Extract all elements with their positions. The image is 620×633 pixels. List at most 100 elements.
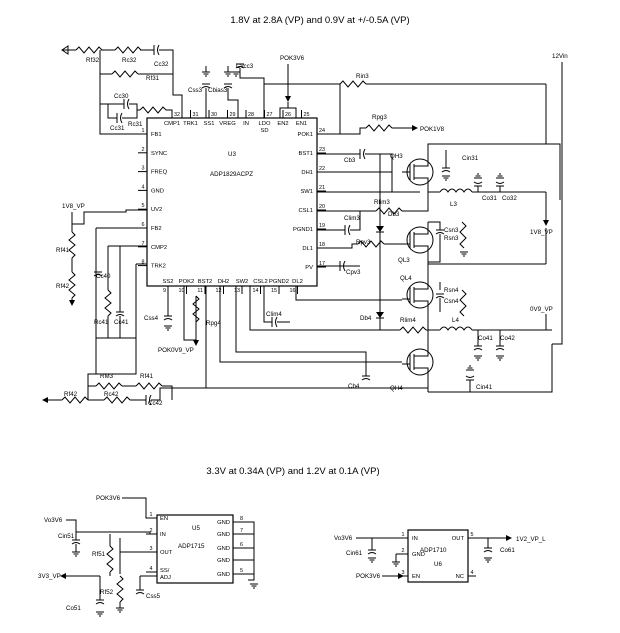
u6-pok3v6-label: POK3V6 xyxy=(356,573,381,580)
u5-pin-number: 4 xyxy=(150,566,153,572)
u3-pin-name: SS2 xyxy=(163,279,174,285)
u3-pin-name: CSL1 xyxy=(298,208,313,214)
co61-label: Co61 xyxy=(500,547,515,554)
clim4-label: Clim4 xyxy=(266,311,282,318)
co51-label: Co51 xyxy=(66,605,81,612)
pok1v8-label: POK1V8 xyxy=(420,126,445,133)
u5-pin-number: 6 xyxy=(240,542,243,548)
u5-pin-number: 7 xyxy=(240,528,243,534)
u5-pok3v6-label: POK3V6 xyxy=(96,495,121,502)
bottom-feedback-row: Rf42 Rc42 Cc42 RM3 Rf41 xyxy=(42,338,206,407)
u3-pin-number: 26 xyxy=(285,112,291,118)
u3-pin-name: UV2 xyxy=(151,207,162,213)
u6-pin-name: EN xyxy=(412,574,420,580)
u3-pin-number: 31 xyxy=(193,112,199,118)
cin61-label: Cin61 xyxy=(346,550,363,557)
u6-pin-number: 3 xyxy=(402,570,405,576)
top-title: 1.8V at 2.8A (VP) and 0.9V at +/-0.5A (V… xyxy=(230,15,409,26)
v0v9-label: 0V9_VP xyxy=(530,306,553,313)
qh3-label: QH3 xyxy=(390,153,403,160)
u5-pin-number: 2 xyxy=(150,528,153,534)
u3-pin-name: DL1 xyxy=(302,246,313,252)
u3-pin-number: 13 xyxy=(234,288,240,294)
rf42-left-label: Rf42 xyxy=(56,283,70,290)
rm3-label: RM3 xyxy=(100,373,114,380)
u3-pin-name: FREQ xyxy=(151,170,168,176)
pok3v6-top-label: POK3V6 xyxy=(280,55,305,62)
u3-pin-name: FB2 xyxy=(151,226,162,232)
u3-pin-number: 16 xyxy=(290,288,296,294)
l3-inductor xyxy=(439,188,473,193)
u5-pin-number: 3 xyxy=(150,546,153,552)
rc32-resistor xyxy=(114,46,142,54)
rlim4-resistor xyxy=(399,326,427,334)
rlim3-resistor xyxy=(375,207,403,215)
u3-pin-number: 22 xyxy=(319,166,325,172)
u6-vo3v6-label: Vo3V6 xyxy=(334,535,353,542)
u3-pin-number: 5 xyxy=(142,203,145,209)
u3-pin-name: CMP2 xyxy=(151,245,167,251)
rc41-resistor xyxy=(104,289,112,317)
u3-pin-number: 2 xyxy=(142,147,145,153)
u6-pin-number: 2 xyxy=(402,548,405,554)
u5-pin-name: GND xyxy=(217,558,230,564)
u3-pin-number: 32 xyxy=(174,112,180,118)
u6-chip-body xyxy=(407,529,469,583)
rpv3-resistor xyxy=(357,240,385,248)
u3-pin-name: TRK1 xyxy=(183,121,198,127)
u6-pin-name: GND xyxy=(412,552,425,558)
cin31-label: Cin31 xyxy=(462,155,479,162)
u3-pin-name: EN1 xyxy=(296,121,307,127)
u3-pin-name: CSL2 xyxy=(253,279,268,285)
u5-pin-name: SS/ xyxy=(160,568,170,574)
feedback-network-top: Rf32 Rc32 Cc32 Rf31 Cc30 Cc31 Rc31 xyxy=(61,44,183,135)
u5-pin-number: 5 xyxy=(240,568,243,574)
u3-pin-number: 27 xyxy=(267,112,273,118)
cc31-label: Cc31 xyxy=(110,125,125,132)
cin41-label: Cin41 xyxy=(476,384,493,391)
u3-pin-number: 15 xyxy=(271,288,277,294)
v1v8-right-label: 1V8_VP xyxy=(530,229,553,236)
clim3-label: Clim3 xyxy=(344,215,360,222)
rpg3-resistor xyxy=(365,124,393,132)
u3-pin-number: 30 xyxy=(211,112,217,118)
u3-pin-name: IN xyxy=(243,121,249,127)
cc42-label: Cc42 xyxy=(148,400,163,407)
pok3v6-top-net: POK3V6 Rin3 xyxy=(264,55,546,118)
rm3-resistor xyxy=(95,382,123,390)
v3v3-label: 3V3_VP xyxy=(38,573,61,580)
bottom-title: 3.3V at 0.34A (VP) and 1.2V at 0.1A (VP) xyxy=(206,466,379,477)
cvcc3-label: Cvcc3 xyxy=(236,63,254,70)
u3-pin-number: 23 xyxy=(319,147,325,153)
u3-pin-name: DH2 xyxy=(218,279,230,285)
v1v2-label: 1V2_VP_L xyxy=(516,536,546,543)
u3-pin-name: PV xyxy=(305,265,313,271)
u6-pin-name: NC xyxy=(456,574,464,580)
u3-pin-name: FB1 xyxy=(151,132,162,138)
u3-pin-number: 7 xyxy=(142,241,145,247)
l4-label: L4 xyxy=(452,317,459,324)
cc32-label: Cc32 xyxy=(154,61,169,68)
rc32-label: Rc32 xyxy=(122,57,137,64)
css5-label: Css5 xyxy=(146,593,161,600)
rf52-resistor xyxy=(116,575,124,603)
v1v8-left-label: 1V8_VP xyxy=(62,203,85,210)
u5-chip-body xyxy=(156,514,234,584)
u3-pin-name: BST1 xyxy=(299,151,314,157)
u5-pin-name: GND xyxy=(217,520,230,526)
u3-pin-name: SW1 xyxy=(300,189,313,195)
u5-pin-name: GND xyxy=(217,532,230,538)
rpv3-label: Rpv3 xyxy=(356,239,371,246)
u3-pin-name: EN2 xyxy=(277,121,288,127)
rf41-bottom-resistor xyxy=(135,382,163,390)
u3-pin-number: 19 xyxy=(319,223,325,229)
rsn3-label: Rsn3 xyxy=(444,235,459,242)
rf51-label: Rf51 xyxy=(92,551,106,558)
db4-label: Db4 xyxy=(360,315,372,322)
rf52-label: Rf52 xyxy=(100,589,114,596)
u3-pin-number: 29 xyxy=(230,112,236,118)
u3-pin-name: DH1 xyxy=(301,170,313,176)
